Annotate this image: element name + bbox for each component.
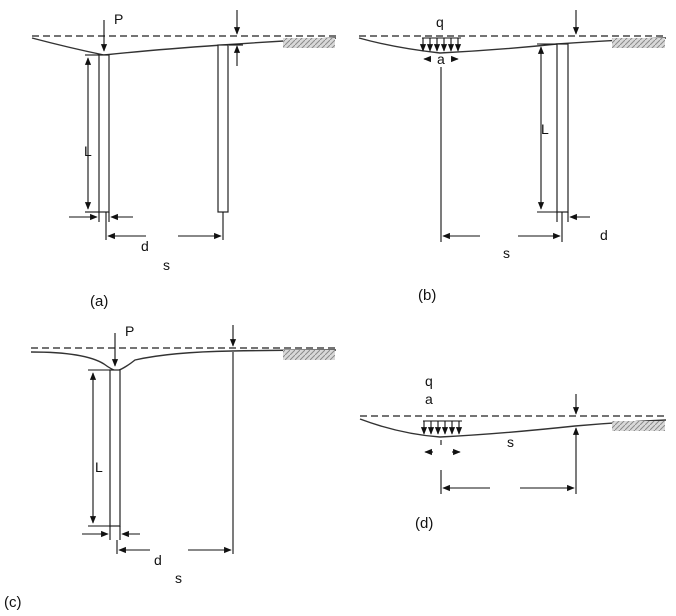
pile-b (556, 43, 569, 213)
ground-hatch-a (283, 38, 335, 48)
diameter-label-b: d (600, 227, 608, 243)
settled-surface-a (31, 37, 337, 56)
distributed-load-arrows-d (420, 421, 463, 435)
width-label-d: a (425, 391, 433, 407)
panel-caption-b: (b) (418, 287, 436, 304)
pile-c (109, 369, 121, 527)
length-label-b: L (541, 121, 549, 137)
load-label-d: q (425, 373, 433, 389)
diameter-label-c: d (154, 552, 162, 568)
panel-caption-d: (d) (415, 515, 433, 532)
spacing-label-b: s (503, 245, 510, 261)
panel-c: P L d s (c) (4, 323, 337, 611)
width-label-b: a (437, 51, 445, 67)
ground-hatch-b (612, 38, 665, 48)
length-label-a: L (84, 143, 92, 159)
ground-hatch-d (612, 421, 665, 431)
length-label-c: L (95, 459, 103, 475)
diameter-label-a: d (141, 238, 149, 254)
load-label-b: q (436, 14, 444, 30)
panel-b: q a L d s (b) (358, 10, 667, 304)
ground-hatch-c (283, 350, 335, 360)
panel-caption-a: (a) (90, 293, 108, 310)
spacing-label-d: s (507, 434, 514, 450)
panel-d: q a s (d) (359, 373, 667, 532)
spacing-label-a: s (163, 257, 170, 273)
second-pile-a (217, 44, 229, 213)
panel-caption-c: (c) (4, 594, 22, 611)
settled-surface-c (30, 349, 337, 372)
load-label-a: P (114, 11, 123, 27)
loaded-pile-a (98, 54, 110, 213)
distributed-load-arrows-b (419, 38, 462, 52)
panel-a: P L d s (a) (31, 10, 337, 310)
load-label-c: P (125, 323, 134, 339)
spacing-label-c: s (175, 570, 182, 586)
